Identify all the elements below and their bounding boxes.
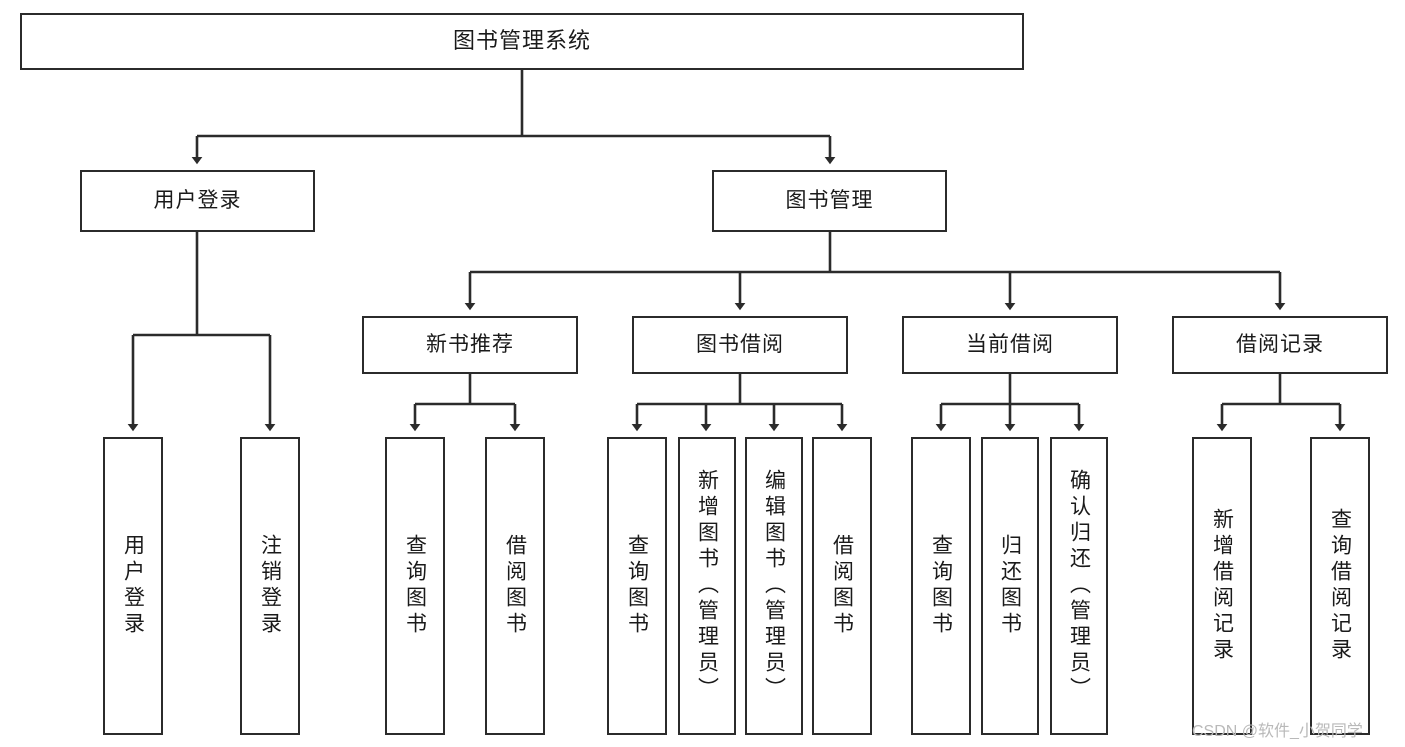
leaf-record-add-record[interactable]: 新增借阅记录 (1192, 437, 1252, 735)
leaf-current-return-book[interactable]: 归还图书 (981, 437, 1039, 735)
node-label: 新书推荐 (426, 333, 514, 357)
node-new-book-recommend[interactable]: 新书推荐 (362, 316, 578, 374)
leaf-user-login-logout[interactable]: 注销登录 (240, 437, 300, 735)
leaf-new-book-borrow-book[interactable]: 借阅图书 (485, 437, 545, 735)
node-root-book-management-system[interactable]: 图书管理系统 (20, 13, 1024, 70)
node-label: 图书管理 (785, 189, 874, 213)
node-label: 查询图书 (625, 534, 649, 638)
leaf-record-query-record[interactable]: 查询借阅记录 (1310, 437, 1370, 735)
node-label: 借阅图书 (830, 534, 854, 638)
node-label: 查询图书 (929, 534, 953, 638)
leaf-current-query-book[interactable]: 查询图书 (911, 437, 971, 735)
node-user-login[interactable]: 用户登录 (80, 170, 315, 232)
leaf-borrow-borrow-book[interactable]: 借阅图书 (812, 437, 872, 735)
node-label: 确认归还（管理员） (1067, 469, 1091, 703)
leaf-borrow-query-book[interactable]: 查询图书 (607, 437, 667, 735)
node-label: 当前借阅 (966, 333, 1054, 357)
node-label: 查询借阅记录 (1328, 508, 1352, 664)
node-label: 新增图书（管理员） (695, 469, 719, 703)
csdn-watermark: CSDN @软件_小贺同学 (1192, 723, 1363, 740)
node-label: 查询图书 (403, 534, 427, 638)
node-label: 用户登录 (153, 189, 242, 213)
node-borrow-record[interactable]: 借阅记录 (1172, 316, 1388, 374)
node-label: 图书借阅 (696, 333, 784, 357)
leaf-borrow-add-book-admin[interactable]: 新增图书（管理员） (678, 437, 736, 735)
node-label: 新增借阅记录 (1210, 508, 1234, 664)
node-book-borrow[interactable]: 图书借阅 (632, 316, 848, 374)
node-label: 注销登录 (258, 534, 282, 638)
node-label: 图书管理系统 (452, 28, 591, 54)
node-book-management[interactable]: 图书管理 (712, 170, 947, 232)
node-current-borrow[interactable]: 当前借阅 (902, 316, 1118, 374)
node-label: 归还图书 (998, 534, 1022, 638)
node-label: 借阅图书 (503, 534, 527, 638)
node-label: 用户登录 (121, 534, 145, 638)
node-label: 借阅记录 (1236, 333, 1324, 357)
node-label: 编辑图书（管理员） (762, 469, 786, 703)
leaf-current-confirm-return-admin[interactable]: 确认归还（管理员） (1050, 437, 1108, 735)
leaf-user-login-login[interactable]: 用户登录 (103, 437, 163, 735)
leaf-new-book-query-book[interactable]: 查询图书 (385, 437, 445, 735)
leaf-borrow-edit-book-admin[interactable]: 编辑图书（管理员） (745, 437, 803, 735)
